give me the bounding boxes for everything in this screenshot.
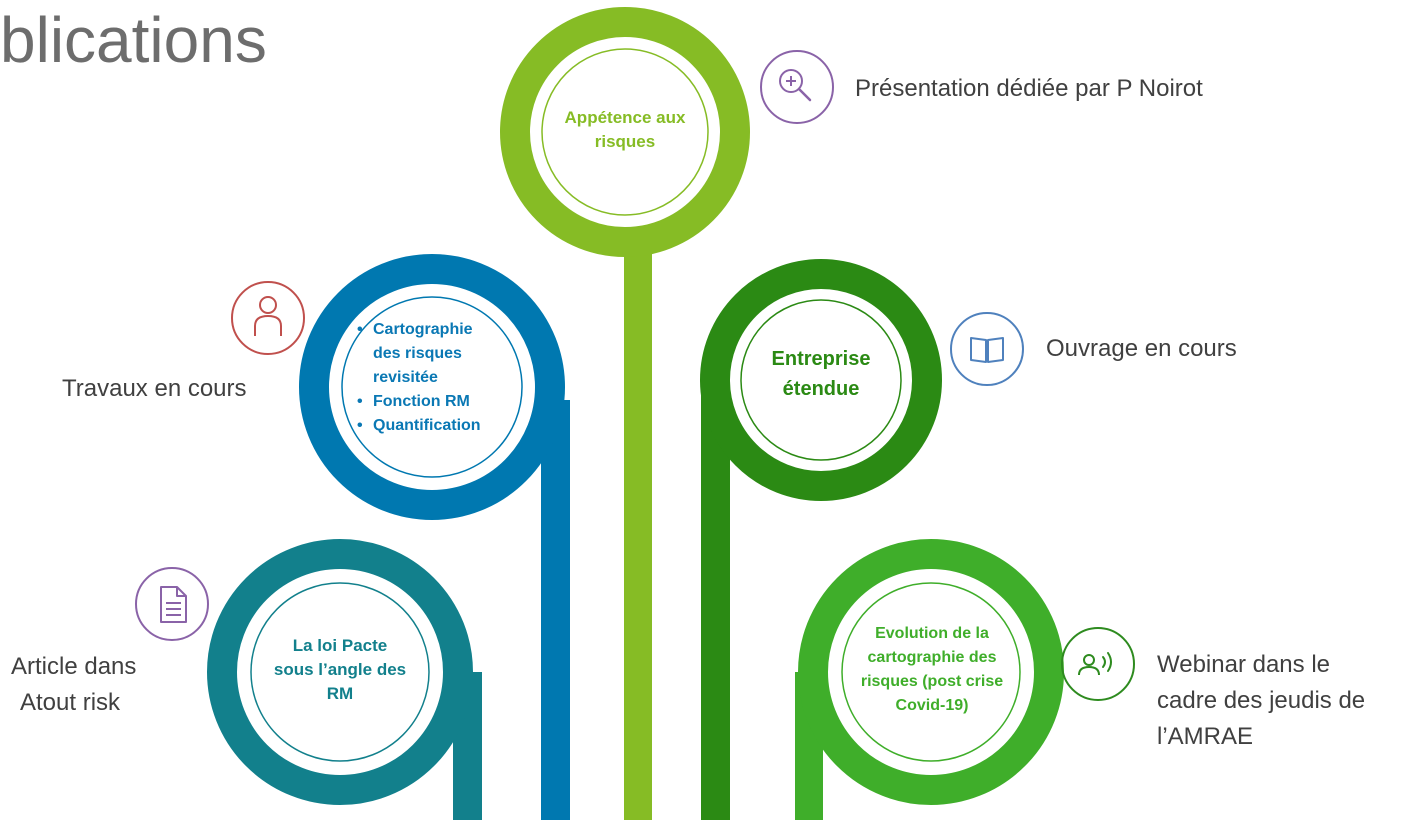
loi-pacte-label: La loi Pacte sous l’angle des RM	[273, 636, 407, 703]
entreprise-stem	[701, 395, 730, 820]
entreprise-ring	[700, 259, 942, 501]
page-title: blications	[0, 4, 267, 76]
cartographie-stem	[541, 400, 570, 820]
appetence-inner-circle	[541, 48, 709, 216]
cartographie-bullet-2: Fonction RM	[357, 390, 527, 414]
cartographie-bullets: Cartographie des risques revisitée Fonct…	[357, 318, 527, 438]
evolution-caption-line-2: cadre des jeudis de	[1157, 687, 1366, 714]
loi-pacte-inner-circle	[250, 582, 430, 762]
cartographie-caption: Travaux en cours	[62, 375, 247, 402]
cartographie-bullet-1: Cartographie des risques revisitée	[357, 318, 481, 390]
appetence-stem	[624, 250, 652, 820]
entreprise-caption: Ouvrage en cours	[1046, 335, 1237, 362]
entreprise-inner-circle	[740, 299, 902, 461]
user-icon	[231, 281, 305, 355]
zoom-in-icon	[760, 50, 834, 124]
entreprise-label: Entreprise étendue	[771, 348, 871, 400]
evolution-caption-line-1: Webinar dans le	[1157, 651, 1330, 678]
book-icon	[950, 312, 1024, 386]
appetence-caption: Présentation dédiée par P Noirot	[855, 75, 1203, 102]
webinar-speaker-icon	[1061, 627, 1135, 701]
loi-pacte-ring	[207, 539, 473, 805]
cartographie-ring	[299, 254, 565, 520]
loi-pacte-caption-line-2: Atout risk	[20, 689, 121, 716]
cartographie-bullet-3: Quantification	[357, 414, 527, 438]
appetence-label: Appétence aux risques	[564, 108, 686, 151]
evolution-caption-line-3: l’AMRAE	[1157, 723, 1254, 750]
evolution-ring	[798, 539, 1064, 805]
appetence-ring	[500, 7, 750, 257]
loi-pacte-caption-line-1: Article dans	[11, 653, 137, 680]
evolution-label: Evolution de la cartographie des risques…	[860, 625, 1004, 714]
document-icon	[135, 567, 209, 641]
evolution-inner-circle	[841, 582, 1021, 762]
